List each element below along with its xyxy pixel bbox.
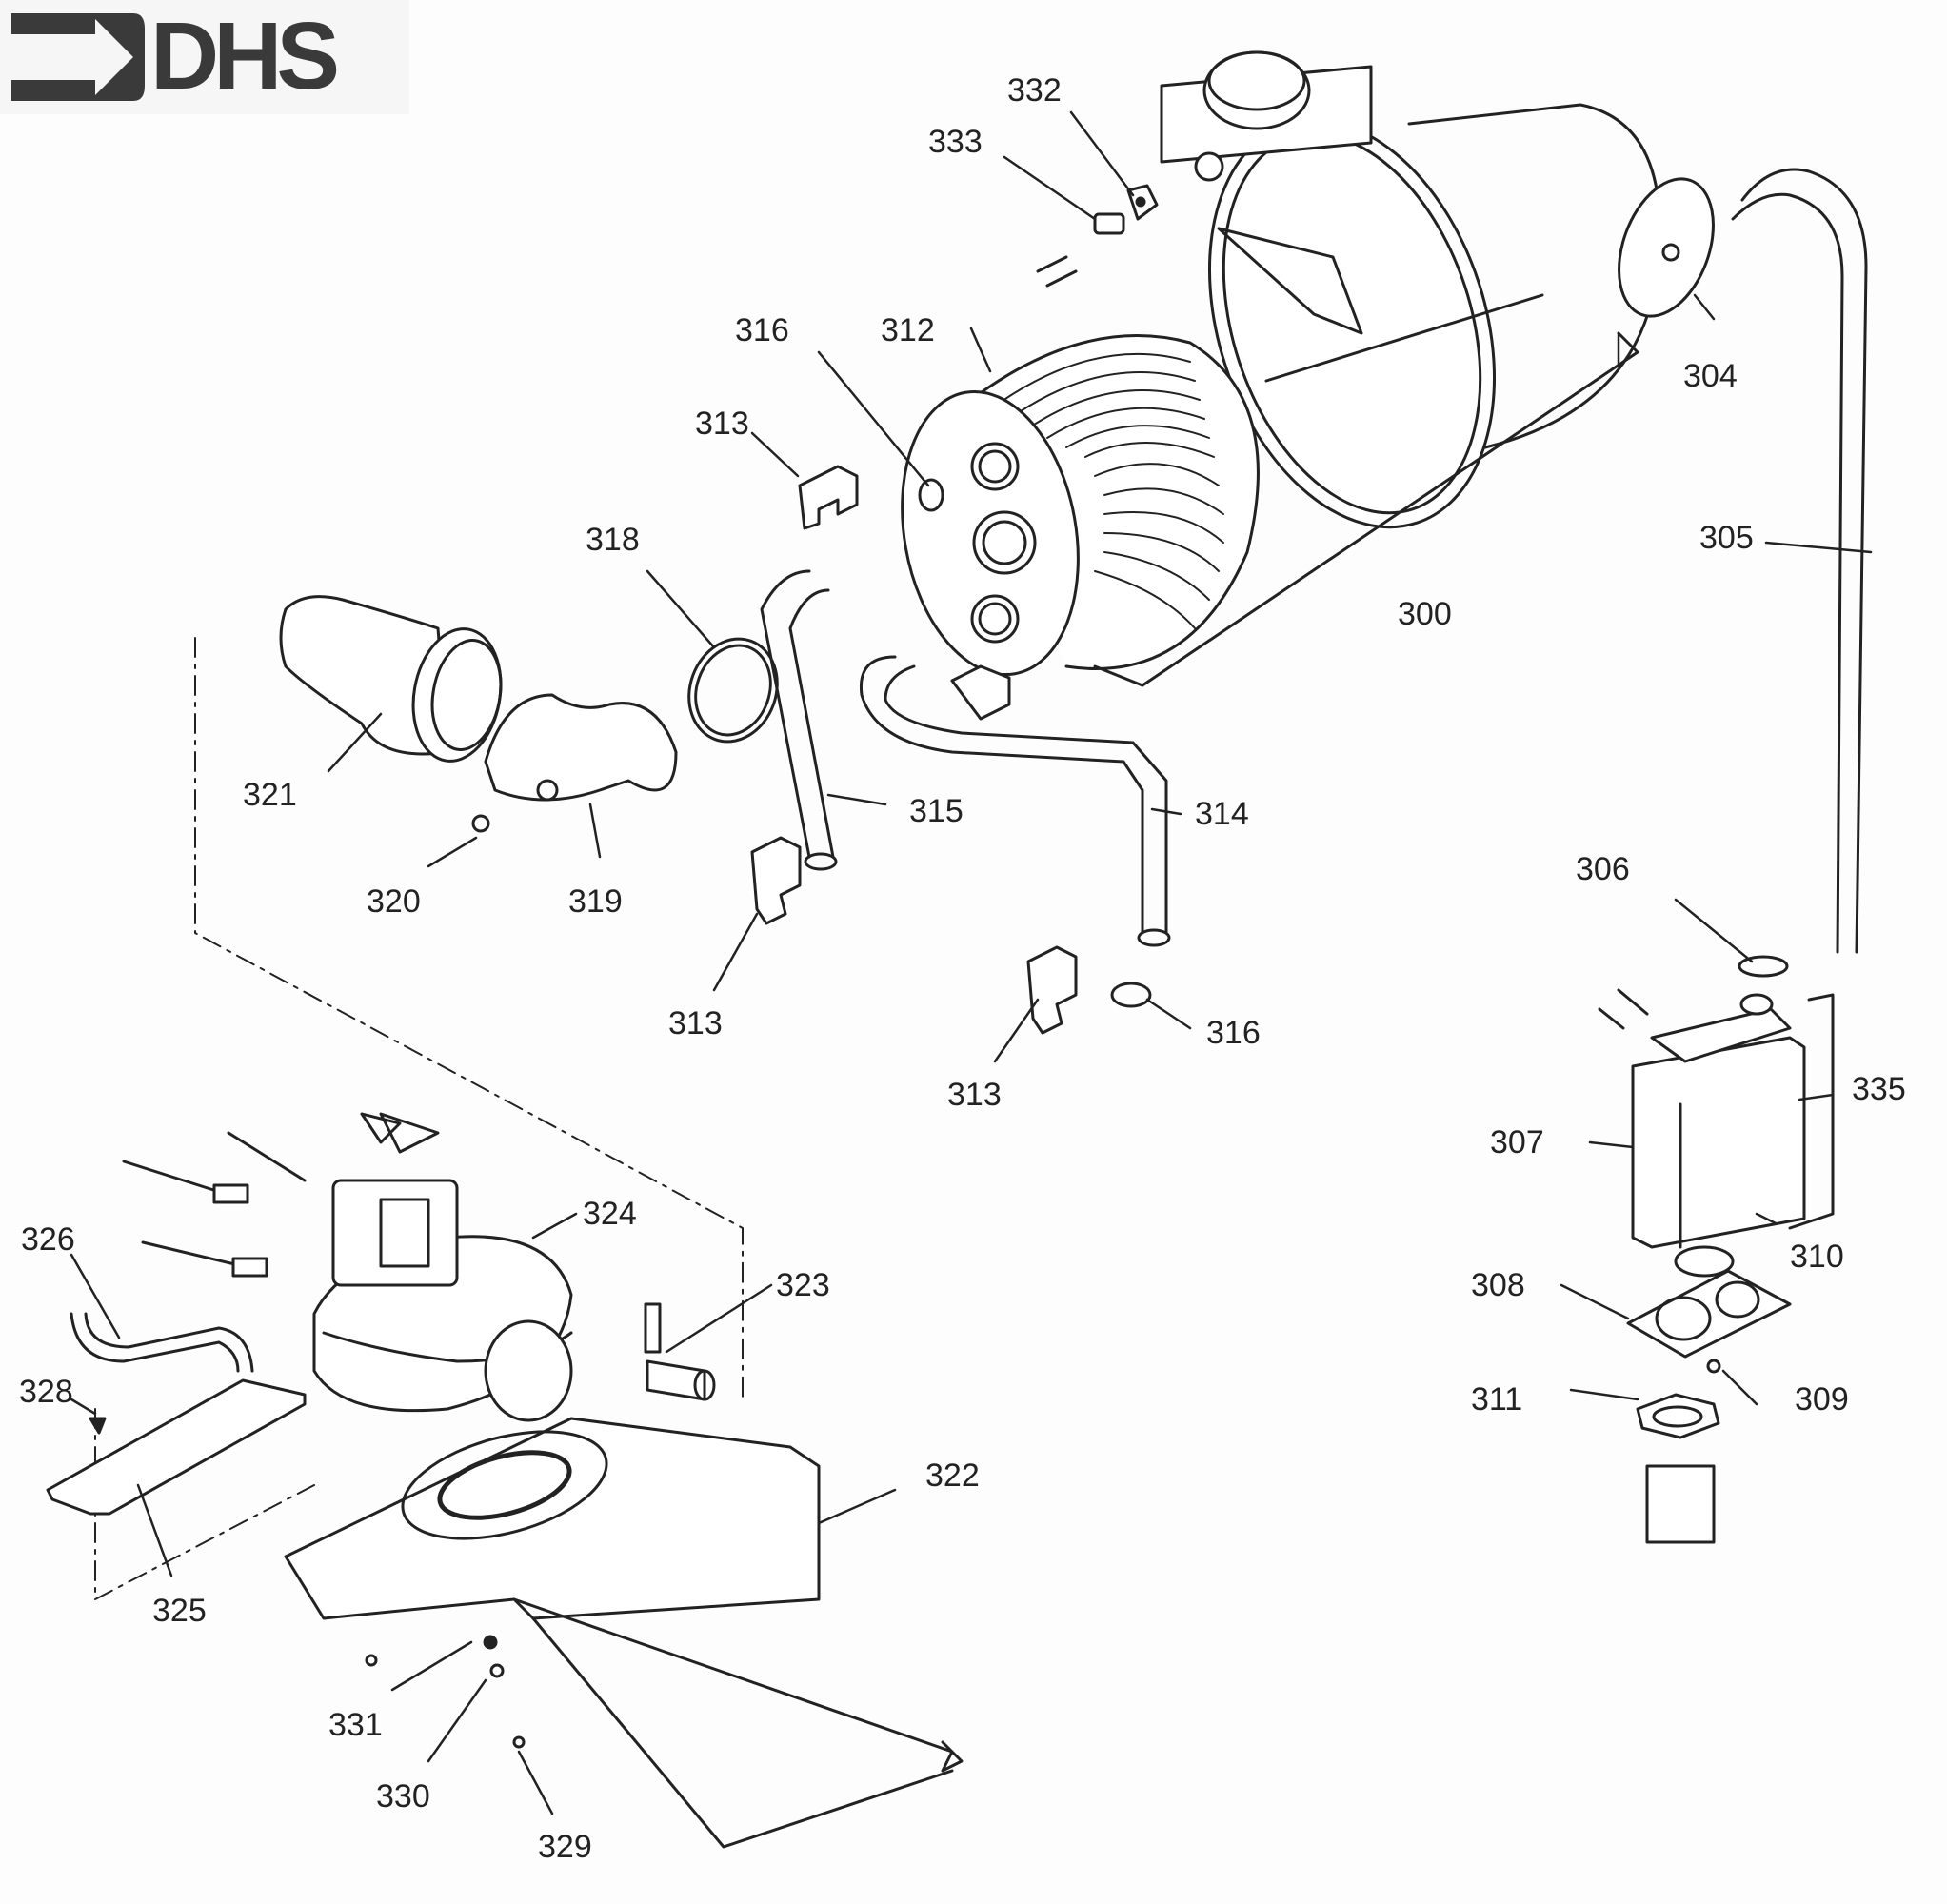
- bracket-325: [46, 1378, 307, 1516]
- part-label-330: 330: [376, 1778, 430, 1815]
- part-label-333: 333: [928, 124, 983, 160]
- logo: DHS: [0, 0, 409, 114]
- flue-adaptor: [279, 595, 503, 763]
- part-label-332: 332: [1007, 72, 1062, 109]
- part-label-326: 326: [21, 1221, 75, 1258]
- bracket-300: [1093, 331, 1639, 687]
- union-fitting: [1645, 1464, 1716, 1544]
- hose-clip: [1738, 955, 1789, 978]
- tube: [70, 1312, 254, 1373]
- thermostat: [1036, 184, 1159, 288]
- part-label-309: 309: [1795, 1381, 1849, 1418]
- part-label-313-lower-left: 313: [668, 1005, 723, 1041]
- part-label-316-lower: 316: [1206, 1015, 1261, 1051]
- bracket-335: [1788, 993, 1835, 1230]
- logo-text: DHS: [150, 3, 340, 109]
- part-label-307: 307: [1490, 1124, 1544, 1160]
- screw-330: [489, 1663, 505, 1678]
- part-label-313-lower-right: 313: [947, 1077, 1002, 1113]
- screw-328: [89, 1417, 107, 1435]
- part-label-310: 310: [1790, 1239, 1844, 1275]
- elbow: [484, 693, 678, 802]
- casing-cylinder: [1160, 50, 1661, 529]
- part-label-304: 304: [1683, 358, 1738, 394]
- part-label-335: 335: [1852, 1071, 1906, 1107]
- clip-lower-left: [750, 836, 802, 925]
- switch-wires: [1598, 988, 1649, 1030]
- clip-lower-right: [1026, 945, 1078, 1035]
- part-label-324: 324: [583, 1196, 637, 1232]
- part-label-322: 322: [925, 1458, 980, 1494]
- seal-ring: [687, 637, 779, 744]
- part-label-329: 329: [538, 1829, 592, 1865]
- clip-upper: [798, 465, 859, 530]
- part-label-312: 312: [881, 312, 935, 348]
- fan-assembly: [312, 1112, 573, 1422]
- screw-309: [1706, 1359, 1721, 1374]
- part-label-313-upper: 313: [695, 406, 749, 442]
- part-label-316-upper: 316: [735, 312, 789, 348]
- part-label-305: 305: [1699, 520, 1754, 556]
- connecting-pipe: [760, 569, 835, 859]
- part-label-328: 328: [19, 1374, 73, 1410]
- o-ring-lower: [1110, 982, 1152, 1008]
- part-label-300: 300: [1398, 596, 1452, 632]
- screw-331: [365, 1654, 378, 1667]
- return-pipe: [859, 655, 1168, 935]
- sensor: [644, 1302, 716, 1401]
- part-label-323: 323: [776, 1267, 830, 1303]
- flow-pipe: [1740, 168, 1868, 954]
- part-label-320: 320: [367, 883, 421, 920]
- part-label-308: 308: [1471, 1267, 1525, 1303]
- hex-nut: [1636, 1393, 1720, 1439]
- finned-coil: [901, 334, 1260, 677]
- part-label-306: 306: [1576, 851, 1630, 887]
- screw-329: [512, 1735, 526, 1749]
- arrow-right-icon: [11, 13, 145, 101]
- nut: [471, 814, 490, 833]
- washer-331: [483, 1635, 498, 1650]
- sealing-disc: [1618, 177, 1715, 318]
- part-label-321: 321: [243, 777, 297, 813]
- part-label-319: 319: [568, 883, 623, 920]
- part-label-311: 311: [1471, 1381, 1523, 1418]
- fan-wires: [122, 1131, 307, 1268]
- part-label-315: 315: [909, 793, 964, 829]
- mounting-plate-308: [1626, 1269, 1792, 1359]
- pressure-switch: [1631, 993, 1806, 1278]
- part-label-318: 318: [586, 522, 640, 558]
- leader-lines: [70, 110, 1873, 1815]
- part-label-314: 314: [1195, 796, 1249, 832]
- mounting-plate: [284, 1417, 964, 1849]
- part-label-325: 325: [152, 1593, 207, 1629]
- part-label-331: 331: [328, 1707, 383, 1743]
- o-ring-upper: [918, 478, 944, 512]
